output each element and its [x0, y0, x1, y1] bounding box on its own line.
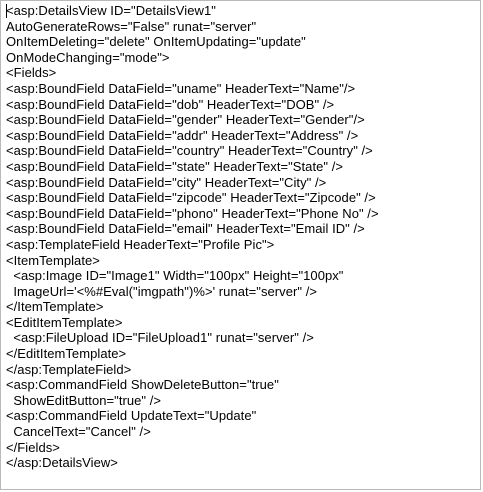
code-line-15: <asp:BoundField DataField="email" Header… [6, 221, 365, 237]
code-line-1: <asp:DetailsView ID="DetailsView1" [6, 3, 216, 18]
code-line-6: <asp:BoundField DataField="uname" Header… [6, 80, 356, 96]
code-line-14: <asp:BoundField DataField="phono" Header… [6, 205, 379, 221]
code-line-25: <asp:CommandField ShowDeleteButton="true… [6, 377, 279, 393]
code-line-5: <Fields> [6, 65, 57, 81]
code-line-27: <asp:CommandField UpdateText="Update" [6, 408, 257, 424]
code-line-16: <asp:TemplateField HeaderText="Profile P… [6, 236, 275, 252]
code-line-9: <asp:BoundField DataField="addr" HeaderT… [6, 127, 359, 143]
code-line-30: </asp:DetailsView> [6, 455, 118, 471]
code-line-11: <asp:BoundField DataField="state" Header… [6, 158, 344, 174]
code-line-13: <asp:BoundField DataField="zipcode" Head… [6, 190, 376, 206]
code-line-12: <asp:BoundField DataField="city" HeaderT… [6, 174, 327, 190]
code-line-28: CancelText="Cancel" /> [6, 424, 151, 440]
code-line-2: AutoGenerateRows="False" runat="server" [6, 18, 257, 34]
code-line-3: OnItemDeleting="delete" OnItemUpdating="… [6, 34, 306, 50]
code-line-26: ShowEditButton="true" /> [6, 392, 162, 408]
code-line-7: <asp:BoundField DataField="dob" HeaderTe… [6, 96, 335, 112]
code-line-8: <asp:BoundField DataField="gender" Heade… [6, 112, 365, 128]
code-line-22: <asp:FileUpload ID="FileUpload1" runat="… [6, 330, 314, 346]
code-line-29: </Fields> [6, 439, 60, 455]
code-line-21: <EditItemTemplate> [6, 314, 123, 330]
code-line-23: </EditItemTemplate> [6, 346, 127, 362]
code-line-18: <asp:Image ID="Image1" Width="100px" Hei… [6, 268, 344, 284]
code-text-area[interactable]: <asp:DetailsView ID="DetailsView1" AutoG… [6, 3, 478, 487]
text-caret [6, 4, 7, 18]
code-line-4: OnModeChanging="mode"> [6, 49, 170, 65]
code-line-20: </ItemTemplate> [6, 299, 104, 315]
code-line-10: <asp:BoundField DataField="country" Head… [6, 143, 373, 159]
editor-gutter [1, 1, 4, 489]
code-line-24: </asp:TemplateField> [6, 361, 132, 377]
code-line-19: ImageUrl='<%#Eval("imgpath")%>' runat="s… [6, 283, 318, 299]
code-line-17: <ItemTemplate> [6, 252, 100, 268]
